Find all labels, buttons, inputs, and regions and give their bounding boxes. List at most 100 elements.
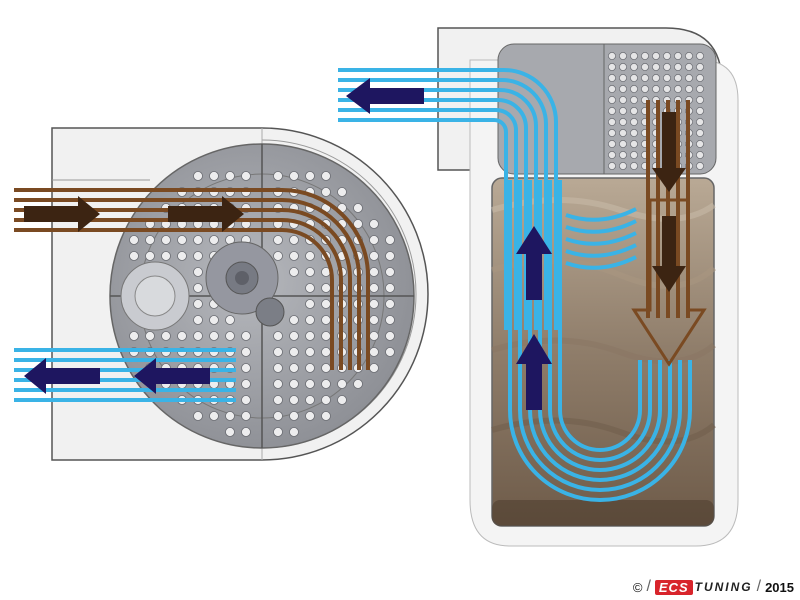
clean-flow-u-line — [518, 180, 682, 492]
disc-hole — [305, 283, 315, 293]
disc-hole — [305, 363, 315, 373]
filter-hole — [663, 63, 671, 71]
disc-hole — [145, 331, 155, 341]
clean-flow-line — [338, 118, 508, 330]
disc-hole — [273, 251, 283, 261]
filter-hole — [608, 74, 616, 82]
watermark-year: 2015 — [765, 579, 794, 595]
clean-flow-wave — [565, 219, 637, 234]
disc-hole — [273, 171, 283, 181]
filter-hole — [608, 63, 616, 71]
watermark-divider: / — [646, 578, 651, 595]
filter-hole — [696, 52, 704, 60]
filter-hole — [696, 74, 704, 82]
ecs-tuning-logo: ECS TUNING — [654, 579, 753, 595]
disc-hole — [225, 315, 235, 325]
disc-hole — [193, 411, 203, 421]
left-clean-arrows — [24, 358, 210, 394]
disc-hole — [385, 315, 395, 325]
filter-hole — [641, 52, 649, 60]
disc-hole — [321, 299, 331, 309]
filter-hole — [619, 140, 627, 148]
disc-hole — [193, 315, 203, 325]
disc-hole — [161, 251, 171, 261]
disc-hole — [337, 395, 347, 405]
clean-flow-wave — [565, 207, 637, 222]
disc-hole — [321, 187, 331, 197]
filter-hole — [630, 107, 638, 115]
disc-hole — [273, 347, 283, 357]
filter-hole — [685, 74, 693, 82]
disc-hole — [369, 299, 379, 309]
filter-hole — [630, 96, 638, 104]
watermark-divider-2: / — [756, 578, 762, 595]
left-separator-unit — [51, 127, 429, 461]
clean-flow-line — [338, 98, 528, 330]
filter-hole — [608, 96, 616, 104]
disc-hole — [289, 363, 299, 373]
clean-flow-u-line — [548, 180, 652, 462]
right-clean-arrows — [346, 78, 552, 410]
disc-hole — [193, 331, 203, 341]
disc-hole — [241, 411, 251, 421]
disc-hole — [321, 411, 331, 421]
disc-hole — [209, 331, 219, 341]
disc-hole — [289, 411, 299, 421]
rising-arrow-upper — [516, 226, 552, 300]
filter-hole — [619, 96, 627, 104]
disc-hole — [145, 235, 155, 245]
disc-hole — [129, 235, 139, 245]
clean-outlet-arrow-1 — [24, 358, 100, 394]
disc-hole — [177, 251, 187, 261]
disc-hole — [305, 299, 315, 309]
logo-suffix: TUNING — [694, 580, 753, 594]
disc-hole — [241, 347, 251, 357]
filter-hole — [619, 118, 627, 126]
filter-hole — [696, 85, 704, 93]
disc-hole — [193, 267, 203, 277]
disc-hole — [321, 331, 331, 341]
dirty-flow-line — [14, 228, 334, 370]
filter-hole — [619, 129, 627, 137]
filter-hole — [608, 151, 616, 159]
right-dirty-arrows — [631, 112, 707, 367]
right-clean-air-flow — [338, 68, 692, 502]
disc-hole — [225, 427, 235, 437]
disc-hole — [289, 331, 299, 341]
disc-hole — [161, 331, 171, 341]
filter-hole — [619, 63, 627, 71]
clean-flow-line — [338, 108, 518, 330]
filter-hole — [608, 85, 616, 93]
disc-hole — [369, 283, 379, 293]
disc-hole — [321, 379, 331, 389]
clean-flow-line — [338, 68, 558, 330]
filter-hole — [685, 85, 693, 93]
filter-hole — [630, 151, 638, 159]
dirty-inlet-arrow-2 — [168, 196, 244, 232]
filter-hole — [674, 85, 682, 93]
disc-hole — [209, 411, 219, 421]
filter-hole — [608, 129, 616, 137]
clean-flow-wave — [565, 231, 637, 246]
disc-hole — [241, 427, 251, 437]
disc-hole — [193, 171, 203, 181]
disc-hole — [385, 331, 395, 341]
disc-hole — [193, 299, 203, 309]
filter-hole — [696, 151, 704, 159]
filter-hole — [652, 85, 660, 93]
filter-hole — [630, 140, 638, 148]
clean-flow-wave — [565, 255, 637, 270]
disc-hole — [193, 251, 203, 261]
disc-hole — [241, 363, 251, 373]
disc-hole — [273, 235, 283, 245]
disc-hole — [289, 251, 299, 261]
dirty-flow-line — [14, 208, 352, 370]
disc-hole — [369, 363, 379, 373]
disc-hole — [337, 187, 347, 197]
clean-flow-wave — [565, 243, 637, 258]
clean-flow-u-line — [538, 180, 662, 472]
disc-hole — [321, 315, 331, 325]
filter-hole — [641, 85, 649, 93]
filter-hole — [630, 162, 638, 170]
disc-hole — [321, 347, 331, 357]
